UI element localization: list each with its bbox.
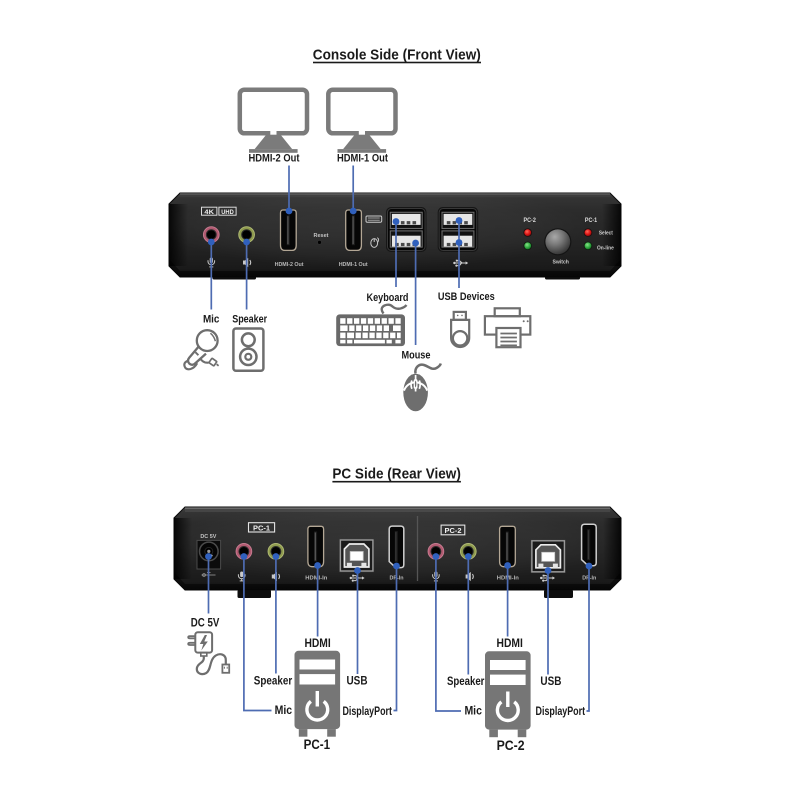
svg-text:PC-2: PC-2	[524, 217, 537, 224]
svg-text:PC-2: PC-2	[497, 738, 525, 753]
svg-text:HDMI: HDMI	[497, 636, 523, 650]
svg-text:Speaker: Speaker	[232, 314, 268, 326]
svg-text:Speaker: Speaker	[447, 674, 485, 688]
svg-text:PC Side (Rear View): PC Side (Rear View)	[332, 467, 461, 483]
svg-text:Speaker: Speaker	[254, 673, 293, 687]
svg-text:HDMI-In: HDMI-In	[305, 576, 327, 582]
svg-text:PC-2: PC-2	[445, 526, 462, 535]
svg-text:DC 5V: DC 5V	[200, 534, 216, 540]
svg-text:Keyboard: Keyboard	[367, 292, 409, 304]
svg-text:4K: 4K	[204, 209, 214, 216]
svg-text:PC-1: PC-1	[585, 217, 598, 224]
svg-text:Mic: Mic	[203, 314, 220, 326]
svg-text:HDMI-2 Out: HDMI-2 Out	[249, 153, 300, 165]
svg-text:HDMI-2 Out: HDMI-2 Out	[275, 262, 304, 268]
svg-text:USB: USB	[540, 674, 561, 688]
svg-text:Select: Select	[599, 230, 613, 236]
svg-text:USB Devices: USB Devices	[438, 291, 495, 303]
svg-text:Console Side (Front View): Console Side (Front View)	[313, 48, 481, 64]
svg-text:Mic: Mic	[464, 703, 482, 717]
svg-text:Mic: Mic	[275, 703, 293, 717]
svg-text:PC-1: PC-1	[253, 523, 271, 532]
svg-text:UHD: UHD	[221, 209, 234, 216]
svg-text:Mouse: Mouse	[402, 350, 431, 362]
svg-text:DisplayPort: DisplayPort	[342, 704, 392, 718]
svg-text:HDMI: HDMI	[304, 636, 330, 650]
svg-text:On-line: On-line	[597, 245, 614, 251]
svg-text:HDMI-1 Out: HDMI-1 Out	[339, 262, 368, 268]
svg-text:HDMI-1 Out: HDMI-1 Out	[337, 153, 388, 165]
svg-text:DisplayPort: DisplayPort	[536, 704, 586, 718]
svg-text:USB: USB	[347, 673, 368, 687]
svg-text:DC 5V: DC 5V	[191, 618, 220, 630]
svg-text:Switch: Switch	[552, 259, 569, 265]
svg-text:PC-1: PC-1	[304, 737, 331, 752]
svg-text:Reset: Reset	[314, 233, 329, 239]
